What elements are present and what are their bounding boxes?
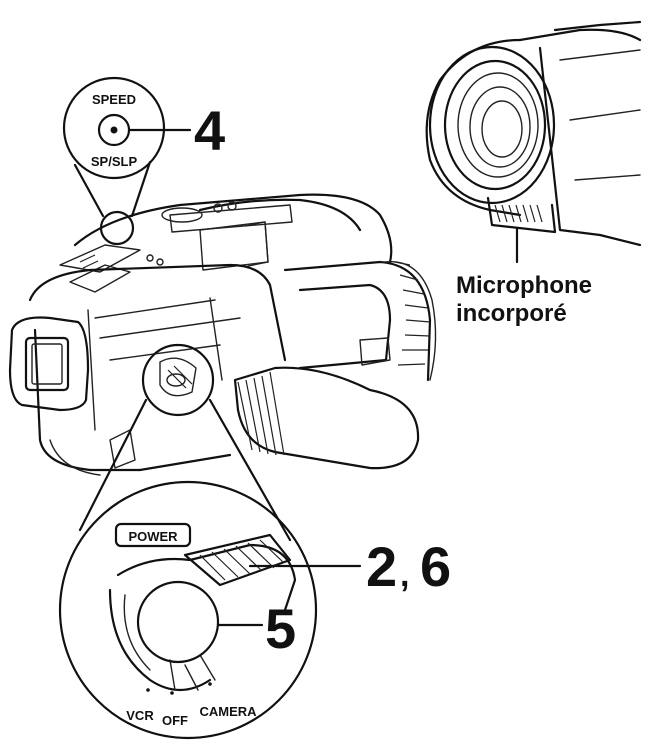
speed-button-highlight [99, 210, 135, 246]
microphone-label-line1: Microphone [456, 272, 592, 299]
callout-4: 4 [194, 99, 225, 162]
lens-closeup [425, 20, 642, 264]
callout-6: 6 [420, 535, 451, 598]
callout-5: 5 [265, 597, 296, 660]
mode-camera-label: CAMERA [199, 704, 257, 719]
mode-off-label: OFF [162, 713, 188, 728]
callout-separator: , [400, 556, 409, 594]
speed-magnifier [62, 76, 192, 218]
speed-label-bottom: SP/SLP [91, 154, 138, 169]
callout-2: 2 [366, 535, 397, 598]
microphone-label-line2: incorporé [456, 300, 567, 327]
power-switch-on-body [141, 343, 215, 417]
power-magnifier [58, 398, 362, 740]
power-button [136, 580, 220, 664]
power-label: POWER [128, 529, 178, 544]
mode-vcr-label: VCR [126, 708, 154, 723]
speed-label-top: SPEED [92, 92, 136, 107]
camcorder-body [8, 193, 437, 476]
